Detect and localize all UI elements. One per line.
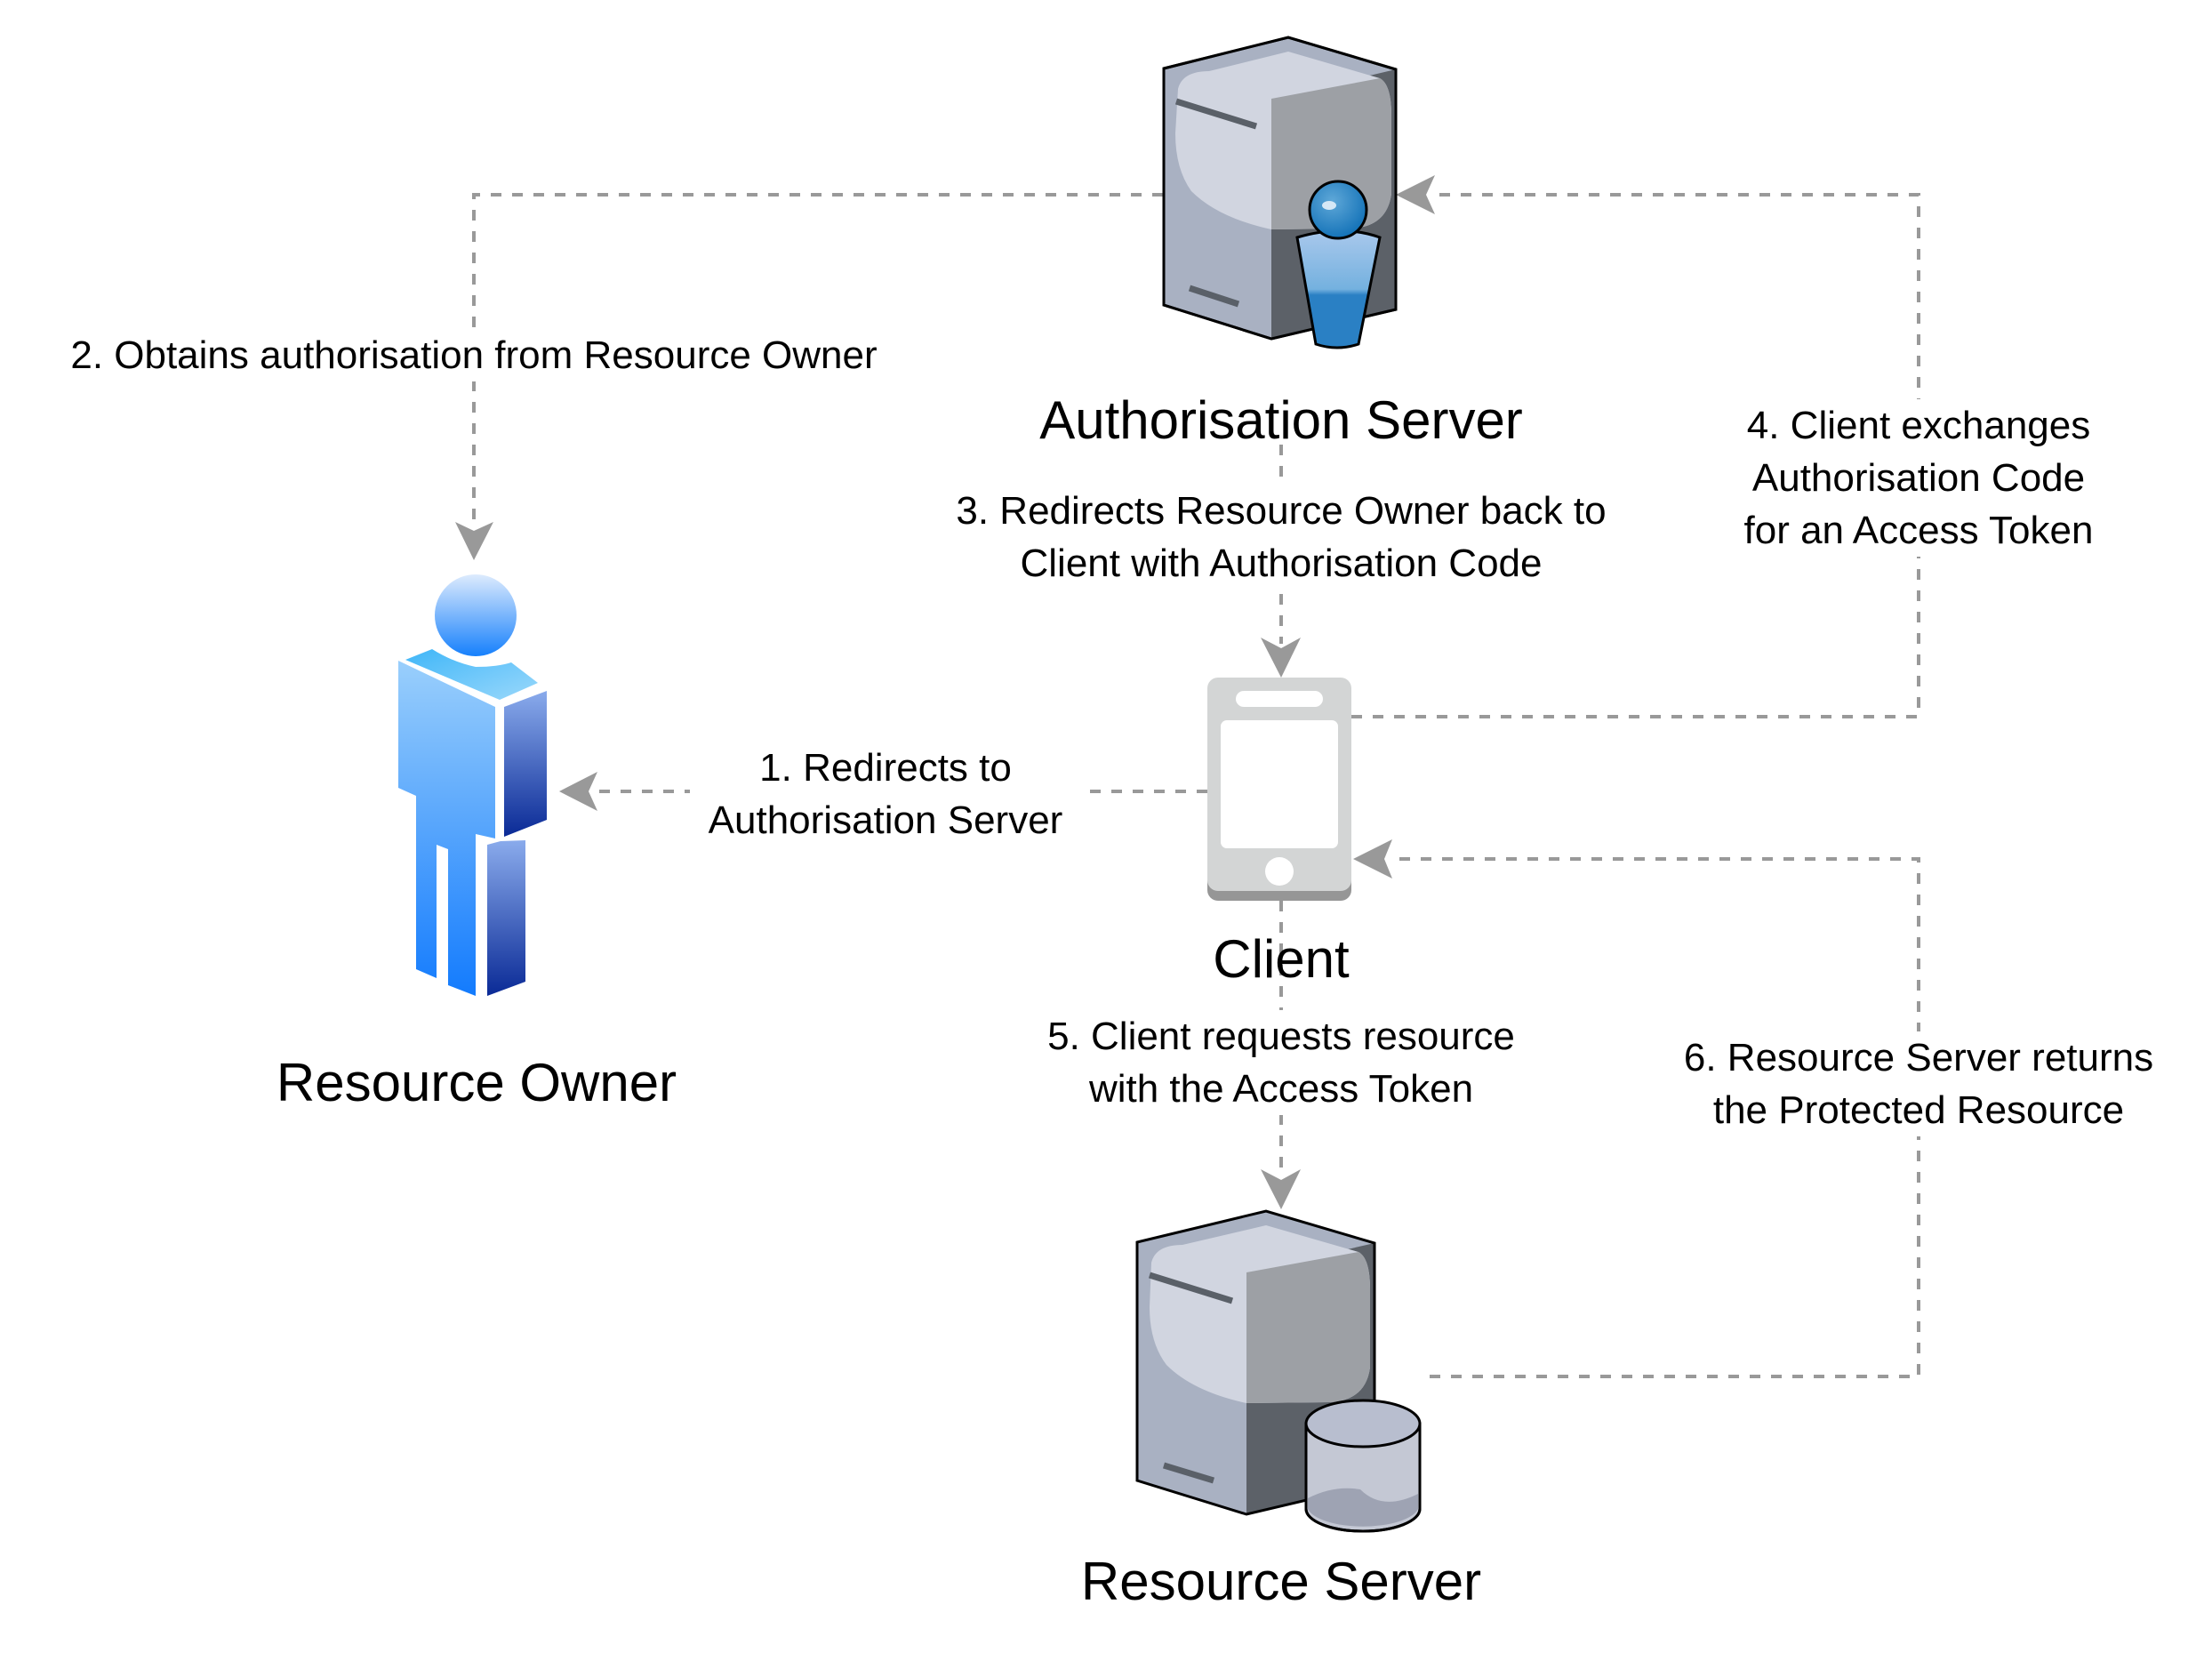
database-icon xyxy=(1304,1399,1422,1533)
edge-label-step1-line1: 1. Redirects to xyxy=(759,746,1012,790)
edge-label-step5: 5. Client requests resource with the Acc… xyxy=(1006,1010,1557,1115)
edge-label-step4-line2: Authorisation Code xyxy=(1751,456,2086,500)
edge-label-step3: 3. Redirects Resource Owner back to Clie… xyxy=(917,485,1646,590)
edge-label-step1: 1. Redirects to Authorisation Server xyxy=(690,742,1081,847)
connector-step2 xyxy=(472,193,1163,529)
edge-label-step2-line1: 2. Obtains authorisation from Resource O… xyxy=(70,333,878,377)
person-icon xyxy=(398,574,547,996)
edge-label-step4-line3: for an Access Token xyxy=(1743,509,2094,552)
edge-label-step5-line2: with the Access Token xyxy=(1088,1067,1474,1111)
edge-label-step2: 2. Obtains authorisation from Resource O… xyxy=(25,329,923,381)
arrowhead-step3 xyxy=(1261,638,1301,678)
edge-label-step4-line1: 4. Client exchanges xyxy=(1746,404,2091,447)
node-label-client: Client xyxy=(1213,929,1350,989)
server-with-user-icon xyxy=(1162,36,1398,349)
edge-label-step4: 4. Client exchanges Authorisation Code f… xyxy=(1723,399,2114,557)
node-label-resource-server: Resource Server xyxy=(1080,1552,1482,1611)
edge-label-step5-line1: 5. Client requests resource xyxy=(1047,1015,1515,1058)
arrowhead-step5 xyxy=(1261,1169,1301,1209)
edge-label-step1-line2: Authorisation Server xyxy=(708,798,1063,842)
arrowhead-step2 xyxy=(455,522,493,560)
mobile-phone-icon xyxy=(1207,678,1351,901)
connector-step4 xyxy=(1351,193,1920,718)
edge-label-step6: 6. Resource Server returns the Protected… xyxy=(1647,1031,2190,1136)
node-label-authorisation-server: Authorisation Server xyxy=(1039,390,1523,450)
edge-label-step6-line1: 6. Resource Server returns xyxy=(1683,1036,2154,1079)
arrowhead-step4 xyxy=(1396,175,1435,214)
arrowhead-step1 xyxy=(559,772,597,811)
edge-label-step3-line1: 3. Redirects Resource Owner back to xyxy=(956,489,1607,533)
arrowhead-step6 xyxy=(1353,839,1392,879)
server-with-database-icon xyxy=(1135,1209,1422,1533)
edge-label-step3-line2: Client with Authorisation Code xyxy=(1020,542,1543,585)
user-badge-icon xyxy=(1295,180,1382,349)
node-label-resource-owner: Resource Owner xyxy=(276,1053,677,1112)
edge-label-step6-line2: the Protected Resource xyxy=(1712,1088,2125,1132)
